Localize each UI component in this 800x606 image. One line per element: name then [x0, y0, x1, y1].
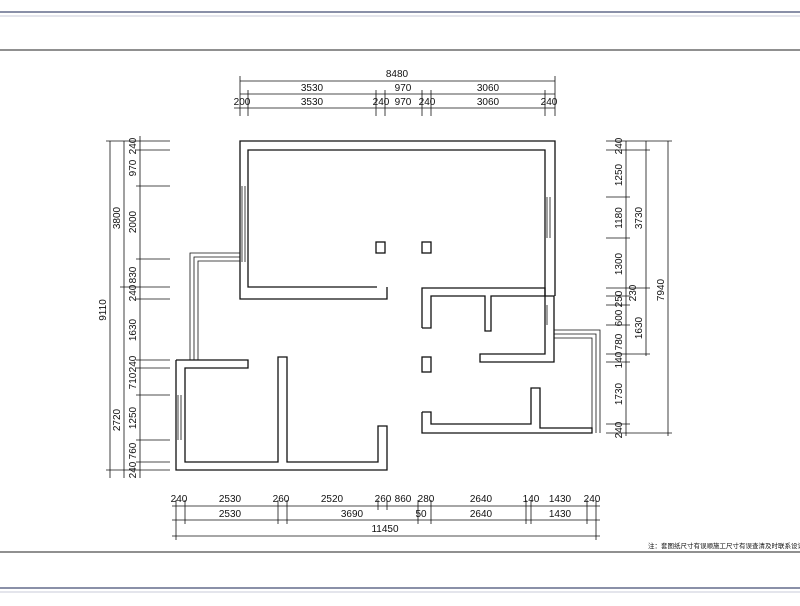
- bottom-row2-label: 50: [415, 509, 427, 520]
- top-row1-label: 970: [395, 83, 412, 94]
- left-detail-label: 760: [128, 442, 139, 459]
- lower-left-walls: [175, 356, 388, 471]
- bottom-row1-label: 1430: [549, 494, 572, 505]
- upper-room-outer-wall: [239, 140, 556, 300]
- right-overall-label: 7940: [656, 278, 667, 301]
- column-3: [421, 356, 432, 373]
- bottom-dimension-labels: 240 2530 260 2520 260 860 280 2640 140 1…: [171, 494, 601, 535]
- bottom-extension-lines: [175, 500, 597, 540]
- column-2: [421, 241, 432, 254]
- bottom-overall-label: 11450: [371, 524, 399, 535]
- left-balcony-line-2: [193, 256, 240, 360]
- drawing-note: 注：套图纸尺寸有误顺施工尺寸有误查清及时联系设计: [648, 541, 800, 550]
- right-balcony-line-2: [554, 333, 597, 433]
- left-detail-label: 1630: [128, 318, 139, 341]
- walls: [175, 140, 593, 471]
- bottom-row1-label: 2520: [321, 494, 344, 505]
- right-dimension-labels: 240 1250 1180 1300 250 230 600 780 140 1…: [614, 137, 667, 438]
- left-group-label: 2720: [112, 408, 123, 431]
- right-detail-label: 250: [614, 290, 625, 307]
- right-balcony-line-3: [554, 337, 593, 428]
- right-detail-label: 140: [614, 351, 625, 368]
- upper-room-inner-wall: [247, 149, 546, 296]
- top-row2-label: 970: [395, 97, 412, 108]
- left-detail-label: 830: [128, 266, 139, 283]
- bottom-row2-label: 1430: [549, 509, 572, 520]
- right-detail-label: 240: [614, 421, 625, 438]
- top-row2-label: 240: [419, 97, 436, 108]
- right-detail-label: 230: [628, 284, 639, 301]
- bottom-row1-label: 240: [584, 494, 601, 505]
- left-dimension-labels: 9110 3800 2720 240 970 2000 830 240 1630…: [98, 137, 139, 478]
- top-row2-label: 240: [541, 97, 558, 108]
- left-balcony-line-1: [189, 252, 240, 360]
- right-group-label: 3730: [634, 206, 645, 229]
- bottom-row1-label: 140: [523, 494, 540, 505]
- right-detail-label: 1730: [614, 382, 625, 405]
- left-detail-label: 2000: [128, 210, 139, 233]
- left-detail-label: 240: [128, 137, 139, 154]
- right-dimensions: [606, 140, 672, 436]
- right-group-label: 1630: [634, 316, 645, 339]
- bottom-row2-label: 3690: [341, 509, 364, 520]
- right-middle-walls: [421, 287, 555, 363]
- top-row2-label: 3060: [477, 97, 500, 108]
- right-detail-label: 1250: [614, 163, 625, 186]
- top-row1-label: 3530: [301, 83, 324, 94]
- left-detail-label: 240: [128, 284, 139, 301]
- top-row2-label: 240: [373, 97, 390, 108]
- left-detail-label: 710: [128, 372, 139, 389]
- right-detail-label: 1180: [614, 207, 625, 229]
- right-detail-label: 780: [614, 333, 625, 350]
- left-detail-label: 970: [128, 159, 139, 176]
- top-extension-lines: [239, 76, 556, 116]
- left-detail-label: 1250: [128, 406, 139, 429]
- top-row2-label: 200: [234, 97, 251, 108]
- top-dimensions: [234, 76, 556, 116]
- left-extension-lines: [106, 140, 170, 471]
- bottom-row1-label: 240: [171, 494, 188, 505]
- lower-right-walls: [421, 387, 593, 434]
- column-1: [375, 241, 386, 254]
- bottom-row1-label: 2640: [470, 494, 493, 505]
- right-balcony-line-1: [554, 329, 601, 433]
- left-group-label: 3800: [112, 206, 123, 229]
- top-dimension-labels: 8480 3530 970 3060 200 3530 240 970 240 …: [234, 69, 558, 108]
- bottom-dimensions: [172, 500, 600, 540]
- bottom-row1-label: 260: [273, 494, 290, 505]
- right-detail-label: 1300: [614, 252, 625, 275]
- right-detail-label: 600: [614, 309, 625, 326]
- top-row1-label: 3060: [477, 83, 500, 94]
- bottom-row1-label: 860: [395, 494, 412, 505]
- left-detail-label: 240: [128, 355, 139, 372]
- top-overall-label: 8480: [386, 69, 409, 80]
- bottom-row2-label: 2530: [219, 509, 242, 520]
- bottom-row2-label: 2640: [470, 509, 493, 520]
- bottom-row1-label: 260: [375, 494, 392, 505]
- left-dimensions: [106, 136, 170, 478]
- top-row2-label: 3530: [301, 97, 324, 108]
- right-extension-lines: [606, 140, 672, 434]
- left-balcony-line-3: [197, 260, 240, 360]
- left-detail-label: 240: [128, 461, 139, 478]
- bottom-row1-label: 2530: [219, 494, 242, 505]
- right-detail-label: 240: [614, 137, 625, 154]
- windows: [177, 186, 601, 440]
- bottom-row1-label: 280: [418, 494, 435, 505]
- left-overall-label: 9110: [98, 299, 109, 321]
